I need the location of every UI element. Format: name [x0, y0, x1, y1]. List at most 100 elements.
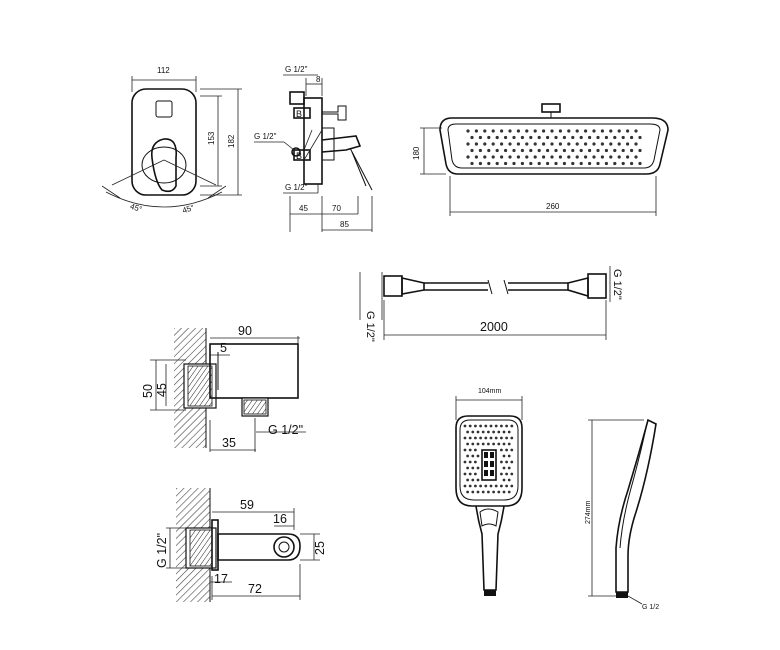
hand-shower-side: 274mm G 1/2: [585, 418, 659, 611]
nozzle-dot: [525, 155, 529, 159]
dim-5-label: 5: [220, 341, 227, 355]
svg-text:B: B: [296, 109, 302, 119]
nozzle-dot: [567, 142, 571, 146]
hand-nozzle-dot: [505, 484, 508, 488]
dim-274-label: 274mm: [585, 500, 592, 524]
nozzle-dot: [621, 135, 625, 140]
nozzle-dot: [584, 142, 588, 146]
dim-180-label: 180: [412, 146, 421, 160]
side-handle: [321, 135, 362, 153]
hand-nozzle-dot: [492, 490, 495, 494]
dim-182-label: 182: [227, 134, 236, 148]
hose-thread-right-label: G 1/2": [611, 269, 623, 300]
nozzle-dot: [516, 155, 521, 159]
hand-nozzle-dot: [468, 448, 472, 452]
nozzle-dot: [630, 161, 634, 166]
nozzle-dot: [567, 129, 571, 133]
hand-nozzle-dot: [492, 430, 495, 434]
nozzle-dot: [491, 155, 495, 159]
hand-nozzle-dot: [502, 430, 506, 434]
mixer-body: [303, 97, 323, 185]
hand-nozzle-dot: [489, 484, 493, 488]
wall-connector-view: 90 5 50 45 35 G 1/2": [141, 324, 306, 452]
nozzle-dot: [487, 135, 491, 140]
dim-70-label: 70: [332, 204, 341, 213]
thread-side-label: G 1/2": [254, 132, 277, 141]
hand-nozzle-dot: [474, 472, 477, 476]
nozzle-dot: [495, 161, 499, 166]
hand-nozzle-dot: [505, 460, 508, 464]
angle-right-label: 45°: [181, 203, 195, 215]
nozzle-dot: [584, 129, 588, 133]
hand-nozzle-dot: [484, 424, 488, 428]
hand-nozzle-dot: [510, 448, 514, 452]
nozzle-dot: [478, 135, 482, 140]
nozzle-dot: [558, 129, 563, 133]
hose-nut-right: [587, 273, 607, 299]
hand-side-body: [615, 418, 657, 593]
head-body: [439, 117, 669, 175]
nozzle-dot: [546, 148, 550, 153]
hand-nozzle-dot: [463, 436, 467, 440]
nozzle-dot: [520, 161, 525, 166]
spout-body: [217, 533, 301, 561]
nozzle-dot: [592, 142, 596, 146]
nozzle-dot: [604, 148, 609, 153]
nozzle-dot: [495, 148, 499, 153]
hand-nozzle-dot: [505, 436, 508, 440]
nozzle-dot: [562, 148, 567, 153]
hose-nut-left: [383, 275, 403, 297]
hand-nozzle-dot: [502, 454, 506, 458]
nozzle-dot: [634, 142, 638, 146]
hand-side-thread: [616, 592, 628, 598]
nozzle-dot: [626, 129, 630, 133]
mixer-button: [155, 100, 173, 118]
hand-nozzle-dot: [497, 490, 501, 494]
nozzle-dot: [550, 129, 554, 133]
nozzle-dot: [550, 155, 554, 159]
nozzle-dot: [533, 155, 537, 159]
dim-17-label: 17: [214, 572, 228, 586]
hand-nozzle-dot: [505, 424, 508, 428]
nozzle-dot: [617, 155, 621, 159]
hand-nozzle-dot: [479, 424, 482, 428]
dim-45-label: 45: [299, 204, 308, 213]
spout-outlet: [273, 536, 295, 558]
dim-8-label: 8: [316, 75, 321, 84]
nozzle-dot: [604, 135, 609, 140]
hand-nozzle-dot: [479, 484, 482, 488]
hand-nozzle-dot: [474, 448, 477, 452]
nozzle-dot: [508, 129, 512, 133]
mixer-plate: [131, 88, 197, 196]
hand-nozzle-dot: [471, 454, 475, 458]
nozzle-dot: [516, 129, 521, 133]
nozzle-dot: [474, 142, 478, 146]
hand-center-slots: [481, 449, 497, 481]
dim-16-label: 16: [273, 512, 287, 526]
nozzle-dot: [609, 155, 613, 159]
valve-top: [293, 107, 311, 119]
hand-nozzle-dot: [507, 442, 511, 446]
thread-top-label: G 1/2": [285, 65, 308, 74]
hand-nozzle-dot: [484, 436, 488, 440]
dim-72-label: 72: [248, 582, 262, 596]
nozzle-dot: [588, 148, 592, 153]
nozzle-dot: [575, 155, 579, 159]
nozzle-dot: [483, 142, 487, 146]
hand-nozzle-dot: [463, 484, 467, 488]
nozzle-dot: [483, 155, 487, 159]
hand-nozzle-dot: [471, 430, 475, 434]
nozzle-dot: [474, 129, 478, 133]
hand-nozzle-dot: [466, 442, 469, 446]
nozzle-dot: [546, 161, 550, 166]
dim-50-label: 50: [141, 384, 155, 398]
nozzle-dot: [525, 129, 529, 133]
nozzle-dot: [575, 142, 579, 146]
dim-90-label: 90: [238, 324, 252, 338]
nozzle-dot: [592, 155, 596, 159]
nozzle-dot: [604, 161, 609, 166]
hand-nozzle-dot: [484, 484, 488, 488]
hand-nozzle-dot: [487, 430, 490, 434]
mixer-front-view: 112 45° 45° 153 182: [101, 66, 242, 215]
